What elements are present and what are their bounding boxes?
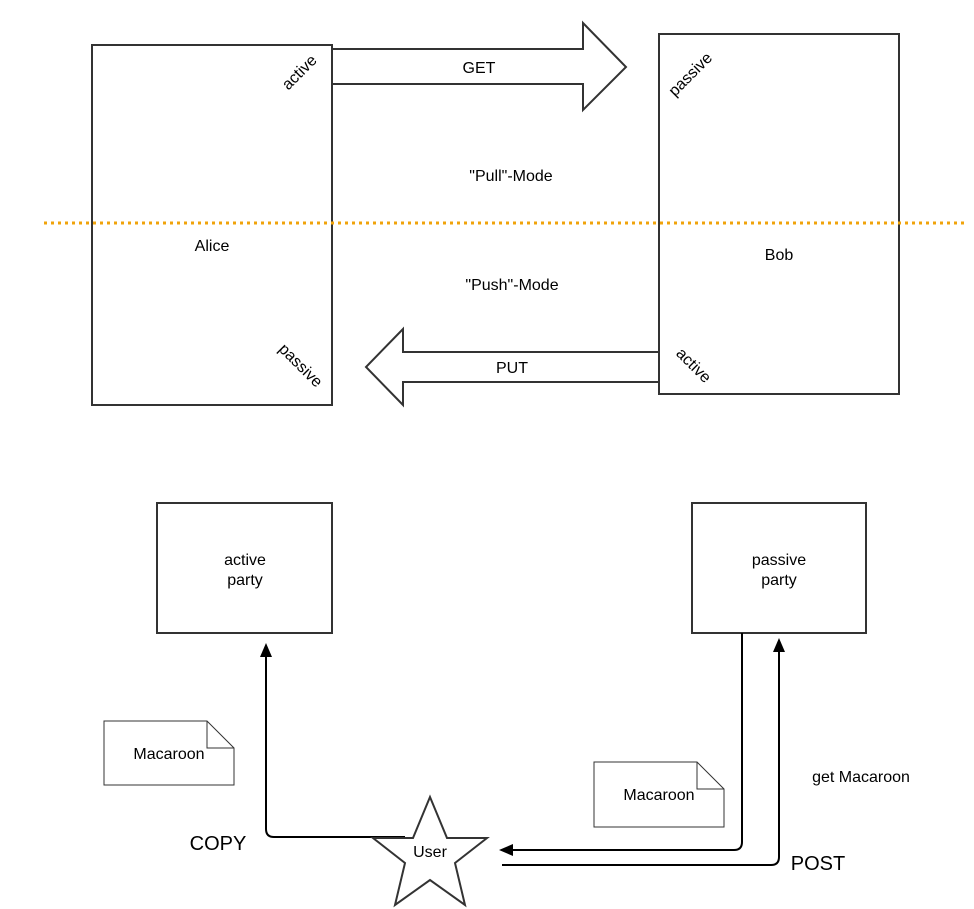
- passive-party-box: [691, 502, 867, 634]
- alice-label: Alice: [195, 238, 230, 255]
- user-label: User: [413, 844, 447, 861]
- post-connector: [502, 651, 780, 866]
- copy-connector: [265, 655, 405, 838]
- get-macaroon-label: get Macaroon: [812, 769, 910, 786]
- left-macaroon-note: [103, 720, 235, 786]
- passive-party-line2: party: [761, 572, 797, 589]
- active-party-box: [156, 502, 333, 634]
- put-arrow: [364, 326, 660, 408]
- bob-label: Bob: [765, 247, 794, 264]
- copy-arrowhead: [260, 643, 272, 657]
- post-arrowhead: [773, 638, 785, 652]
- right-macaroon-note: [593, 761, 725, 828]
- response-arrowhead: [499, 844, 513, 856]
- get-arrow: [331, 20, 628, 113]
- push-mode-label: "Push"-Mode: [465, 277, 558, 294]
- active-party-line2: party: [227, 572, 263, 589]
- right-macaroon-label: Macaroon: [623, 787, 694, 804]
- passive-party-line1: passive: [752, 552, 806, 569]
- bob-box: [658, 33, 900, 395]
- put-label: PUT: [496, 360, 528, 377]
- get-label: GET: [463, 60, 496, 77]
- user-star: [370, 794, 490, 908]
- pull-mode-label: "Pull"-Mode: [469, 168, 552, 185]
- alice-box: [91, 44, 333, 406]
- copy-label: COPY: [190, 833, 247, 855]
- response-connector: [512, 633, 743, 851]
- post-label: POST: [791, 853, 845, 875]
- left-macaroon-label: Macaroon: [133, 746, 204, 763]
- active-party-line1: active: [224, 552, 266, 569]
